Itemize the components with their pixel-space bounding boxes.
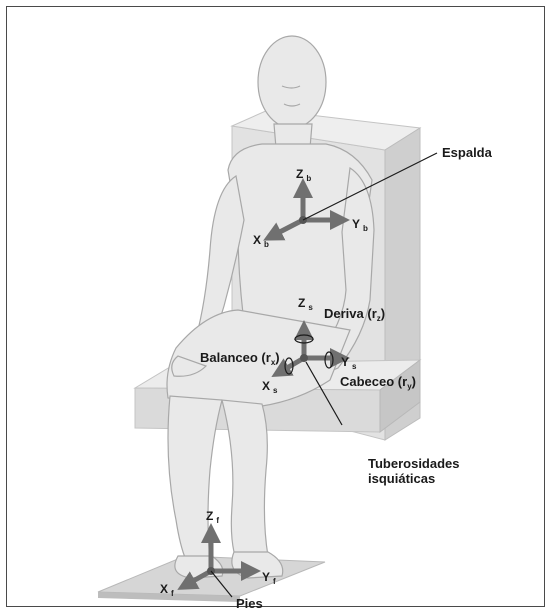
label-deriva: Deriva (rz) [324,306,385,323]
label-pies: Pies [236,596,263,611]
seat-origin [300,354,308,362]
label-balanceo: Balanceo (rx) [200,350,280,367]
label-espalda: Espalda [442,145,493,160]
label-cabeceo: Cabeceo (ry) [340,374,416,391]
label-tuberosidades-line1: Tuberosidades [368,456,460,471]
label-tuberosidades-line2: isquiáticas [368,471,435,486]
